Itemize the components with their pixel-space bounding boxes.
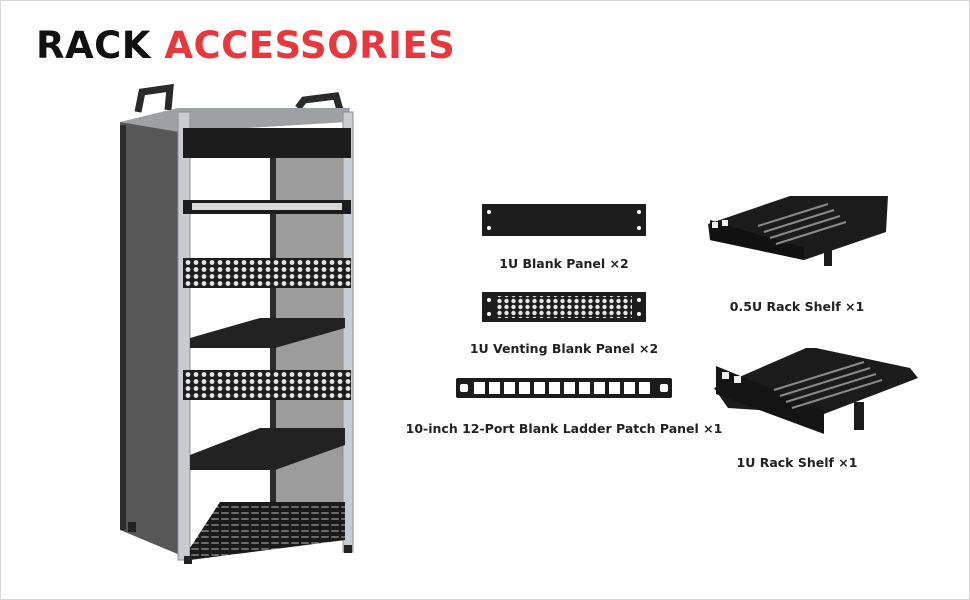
one-u-shelf-image <box>714 348 918 434</box>
title-word-accessories: ACCESSORIES <box>164 24 456 67</box>
rack-base-vent <box>190 502 345 560</box>
label-1u-blank-panel: 1U Blank Panel ×2 <box>499 256 629 271</box>
venting-panel-image <box>482 292 646 322</box>
page-title: RACK ACCESSORIES <box>36 26 455 66</box>
rack-blank-panel <box>183 128 351 158</box>
rack-vented-panel-1 <box>183 258 351 288</box>
rack-shelf-2 <box>190 428 345 470</box>
label-half-u-rack-shelf: 0.5U Rack Shelf ×1 <box>729 299 865 314</box>
label-ladder-patch-panel: 10-inch 12-Port Blank Ladder Patch Panel… <box>405 421 723 436</box>
label-1u-venting-blank-panel: 1U Venting Blank Panel ×2 <box>469 341 659 356</box>
title-word-rack: RACK <box>36 24 151 67</box>
rack-shelf-1 <box>190 318 345 348</box>
rack-vented-panel-2 <box>183 370 351 400</box>
rack-post-right <box>342 111 354 553</box>
label-1u-rack-shelf: 1U Rack Shelf ×1 <box>736 455 858 470</box>
half-u-shelf-image <box>708 196 888 266</box>
rack-post-left <box>177 111 191 561</box>
blank-panel-image <box>482 204 646 236</box>
ladder-patch-panel-image <box>456 378 672 398</box>
